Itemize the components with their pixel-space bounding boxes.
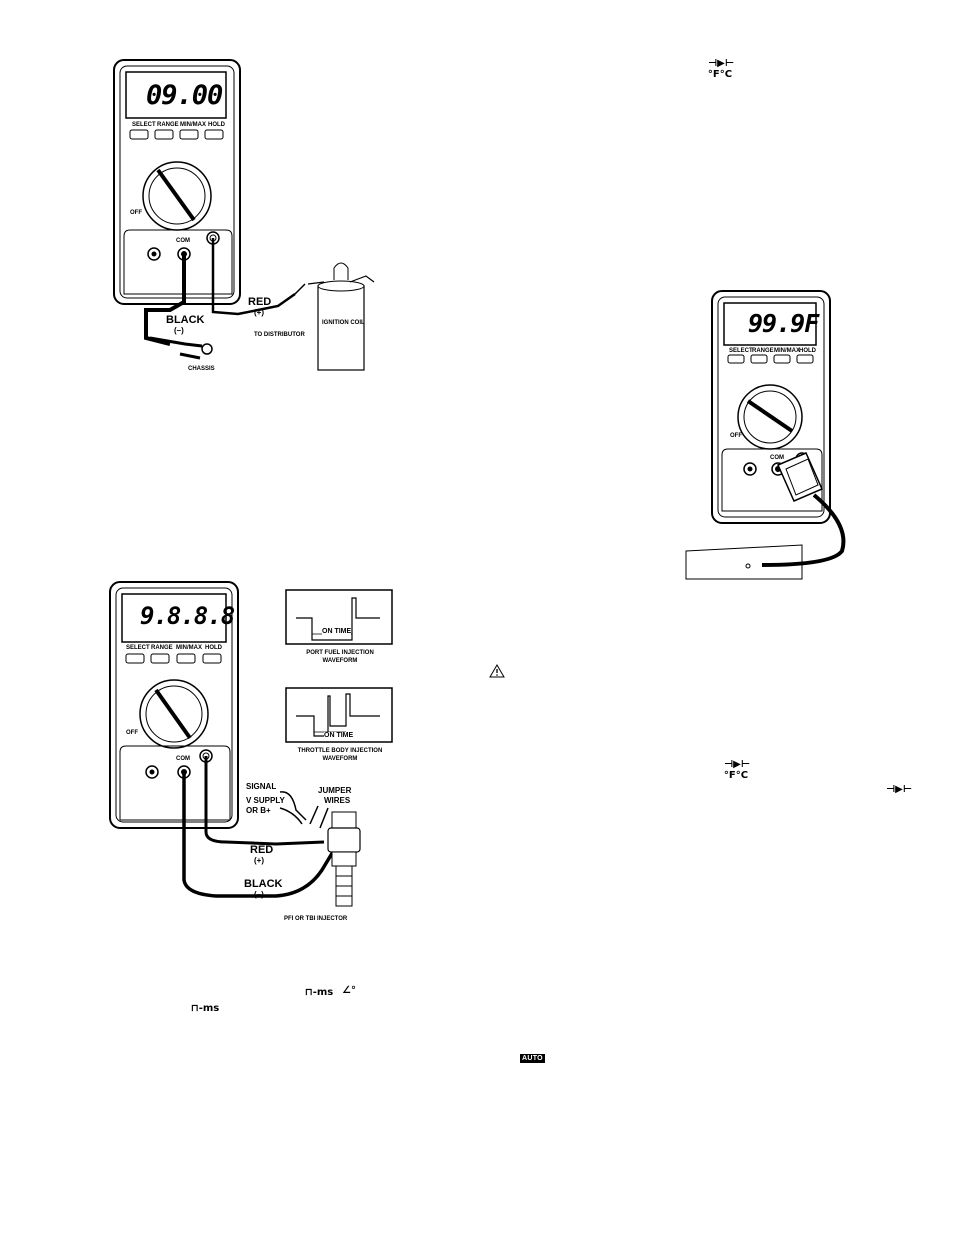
minmax-button-label: MIN/MAX — [774, 348, 800, 354]
hold-button-label: HOLD — [205, 645, 222, 651]
waveform-port-fuel-injection: ON TIME PORT FUEL INJECTION WAVEFORM — [284, 588, 396, 668]
diode-temp-symbol-top: ⊣▶⊢ — [708, 58, 734, 69]
injector-label: PFI OR TBI INJECTOR — [284, 916, 348, 922]
waveform-graph — [285, 589, 393, 645]
wires-label: WIRES — [324, 796, 351, 805]
black-lead-sign: (–) — [174, 326, 184, 335]
ms-symbol: ⊓-ms — [304, 987, 334, 998]
on-time-label: ON TIME — [322, 628, 352, 635]
lcd-reading: 9.8.8.8 — [140, 602, 235, 630]
dwell-symbol: ∠° — [342, 985, 356, 996]
chassis-label: CHASSIS — [188, 366, 215, 372]
temp-unit-symbol-mid: °F°C — [723, 770, 749, 781]
off-label: OFF — [730, 433, 742, 439]
jumper-label: JUMPER — [318, 786, 352, 795]
hold-button-label: HOLD — [799, 348, 816, 354]
ms-symbol: ⊓-ms — [190, 1003, 220, 1014]
waveform-caption: WAVEFORM — [322, 658, 358, 664]
on-time-label: ON TIME — [324, 732, 354, 739]
minmax-button-label: MIN/MAX — [180, 122, 206, 128]
off-label: OFF — [130, 210, 142, 216]
multimeter-illustration-2 — [685, 290, 846, 580]
select-button-label: SELECT — [132, 122, 156, 128]
multimeter-illustration-1 — [113, 59, 375, 371]
range-button-label: RANGE — [151, 645, 173, 651]
waveform-caption: WAVEFORM — [322, 756, 358, 762]
range-button-label: RANGE — [752, 348, 774, 354]
to-distributor-label: TO DISTRIBUTOR — [254, 332, 305, 338]
lcd-reading: 09.00 — [146, 80, 223, 111]
com-jack-label: COM — [770, 455, 784, 461]
minmax-button-label: MIN/MAX — [176, 645, 202, 651]
com-jack-label: COM — [176, 756, 190, 762]
off-label: OFF — [126, 730, 138, 736]
black-lead-label: BLACK — [244, 878, 283, 890]
red-lead-label: RED — [248, 296, 272, 308]
figure-ignition-coil-test: 09.00 SELECT RANGE MIN/MAX HOLD OFF COM … — [110, 58, 390, 383]
figure-injector-test: 9.8.8.8 SELECT RANGE MIN/MAX HOLD OFF CO… — [106, 580, 406, 930]
auto-range-badge: AUTO — [520, 1054, 545, 1063]
red-lead-label: RED — [250, 844, 274, 856]
multimeter-illustration-3 — [109, 581, 361, 907]
black-lead-label: BLACK — [166, 314, 205, 326]
select-button-label: SELECT — [126, 645, 150, 651]
com-jack-label: COM — [176, 238, 190, 244]
red-lead-sign: (+) — [254, 856, 264, 865]
or-b-label: OR B+ — [246, 806, 271, 815]
hold-button-label: HOLD — [208, 122, 225, 128]
signal-label: SIGNAL — [246, 782, 277, 791]
figure-temperature-probe: 99.9F SELECT RANGE MIN/MAX HOLD OFF COM — [682, 289, 892, 589]
temp-unit-symbol-top: °F°C — [707, 69, 733, 80]
waveform-throttle-body-injection: ON TIME THROTTLE BODY INJECTION WAVEFORM — [284, 686, 396, 766]
lcd-reading: 99.9F — [748, 309, 819, 338]
diode-symbol-right: ⊣▶⊢ — [886, 784, 912, 795]
waveform-caption: THROTTLE BODY INJECTION — [297, 748, 383, 754]
range-button-label: RANGE — [157, 122, 179, 128]
red-lead-sign: (+) — [254, 308, 264, 317]
select-button-label: SELECT — [729, 348, 753, 354]
v-supply-label: V SUPPLY — [246, 796, 285, 805]
black-lead-sign: (–) — [254, 890, 264, 899]
waveform-caption: PORT FUEL INJECTION — [306, 650, 374, 656]
diode-temp-symbol-mid: ⊣▶⊢ — [724, 759, 750, 770]
ignition-coil-label: IGNITION COIL — [322, 320, 365, 326]
warning-icon — [489, 664, 505, 678]
